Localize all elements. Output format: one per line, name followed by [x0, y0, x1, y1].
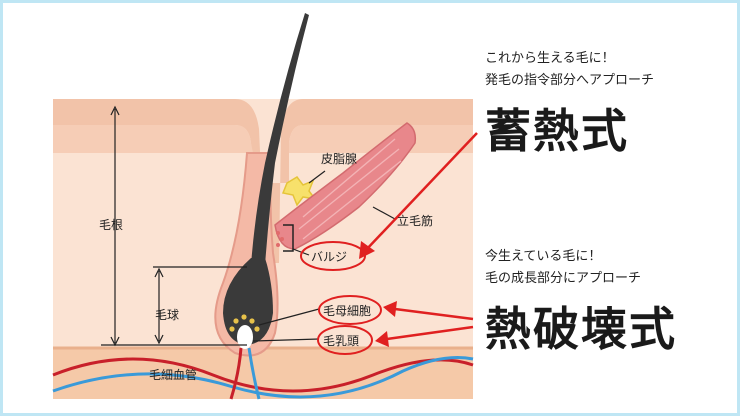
papilla-vessel-red — [229, 347, 243, 400]
arrow-to-bulge-head — [359, 241, 375, 259]
heat-storage-title: 蓄熱式 — [485, 104, 629, 158]
arrector-pili-muscle — [274, 122, 417, 250]
skin-layer-right — [289, 125, 473, 153]
heat-destruction-note-1: 今生えている毛に！ — [485, 249, 602, 264]
papilla-label: 毛乳頭 — [323, 334, 359, 348]
muscle-striations — [298, 138, 402, 240]
bulge-leader — [292, 248, 310, 256]
matrix-cell-dots — [229, 314, 260, 332]
heat-destruction-note-2: 毛の成長部分にアプローチ — [485, 271, 642, 286]
papilla-leader — [252, 338, 320, 342]
skin-layer-left — [53, 125, 253, 153]
arrow-to-bulge — [364, 132, 478, 252]
hair-root-label: 毛根 — [99, 218, 123, 232]
heat-destruction-title: 熱破壊式 — [485, 302, 677, 356]
bulge-label: バルジ — [311, 250, 347, 264]
heat-storage-note-1: これから生える毛に！ — [485, 51, 615, 66]
bulge-bracket — [283, 224, 294, 252]
hair-shaft — [251, 13, 309, 265]
arrector-muscle-label: 立毛筋 — [397, 213, 433, 228]
arrow-to-papilla-head — [375, 331, 389, 347]
capillary-red — [52, 357, 474, 393]
skin-epidermis — [53, 99, 473, 263]
matrix-oval — [318, 295, 382, 325]
dermal-papilla — [237, 325, 253, 349]
sebaceous-gland-label: 皮脂腺 — [321, 151, 357, 166]
hair-bulb-dimension — [154, 267, 164, 345]
subcutaneous-layer — [53, 348, 473, 399]
papilla-oval — [317, 325, 373, 355]
matrix-cells-label: 毛母細胞 — [323, 304, 371, 318]
muscle-leader — [372, 206, 396, 220]
matrix-leader — [258, 308, 320, 326]
bulge-dots — [276, 231, 284, 247]
hair-follicle-diagram: 皮脂腺 立毛筋 バルジ 毛根 毛球 毛母細胞 毛乳頭 毛細血管 — [52, 13, 478, 400]
capillary-label: 毛細血管 — [149, 367, 197, 382]
hair-bulb-label: 毛球 — [155, 308, 179, 322]
arrow-to-papilla — [386, 325, 474, 341]
heat-storage-note-2: 発毛の指令部分へアプローチ — [485, 73, 655, 88]
arrow-to-matrix — [394, 307, 474, 321]
papilla-vessel-blue — [247, 347, 261, 400]
sebaceous-leader — [308, 170, 326, 184]
capillary-blue — [52, 356, 474, 399]
arrow-to-matrix-head — [383, 301, 397, 317]
